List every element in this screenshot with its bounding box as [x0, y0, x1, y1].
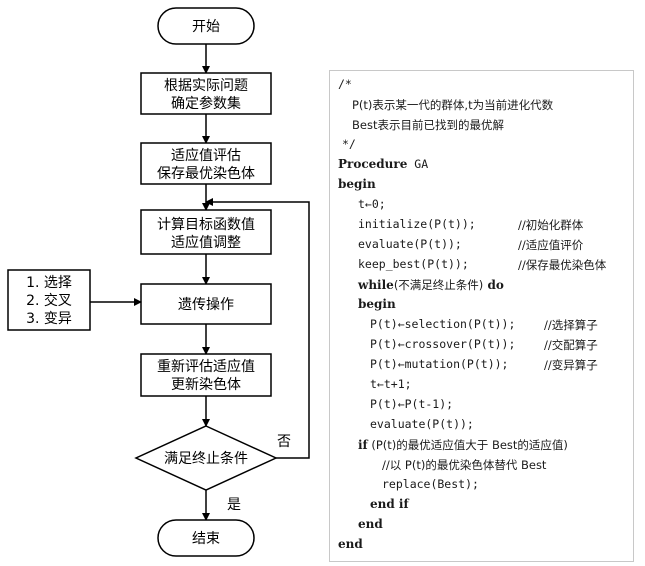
crossover-comment: //交配算子: [544, 338, 598, 352]
end-inner: end: [358, 517, 383, 531]
evaluate-fitness-line1: 适应值评估: [171, 147, 241, 164]
begin-outer: begin: [338, 177, 376, 191]
define-params-line2: 确定参数集: [171, 95, 241, 112]
selection-comment: //选择算子: [544, 318, 598, 332]
decision-label: 满足终止条件: [164, 450, 248, 467]
keep-best-line: keep_best(P(t));: [358, 257, 469, 271]
comment-open: /*: [338, 77, 352, 91]
operators-box: [7, 269, 91, 331]
procedure-header: Procedure GA: [338, 157, 429, 171]
compute-objective-line1: 计算目标函数值: [157, 217, 255, 233]
evaluate-fitness-box: [140, 142, 272, 185]
end-outer: end: [338, 537, 363, 551]
end-node: [157, 519, 255, 557]
compute-objective-line2: 适应值调整: [171, 234, 241, 251]
compute-objective-box: [140, 209, 272, 255]
evaluate-fitness-line2: 保存最优染色体: [157, 165, 255, 182]
reevaluate-box: [140, 353, 272, 397]
comment-line-best: Best表示目前已找到的最优解: [352, 118, 504, 132]
start-label: 开始: [192, 19, 220, 35]
while-line: while(不满足终止条件) do: [358, 278, 504, 292]
end-label: 结束: [192, 531, 220, 547]
end-if: end if: [370, 497, 409, 511]
mutation-comment: //变异算子: [544, 358, 598, 372]
init-t: t←0;: [358, 197, 386, 211]
evaluate-comment: //适应值评价: [518, 238, 584, 252]
selection-line: P(t)←selection(P(t));: [370, 317, 516, 331]
comment-line-population: P(t)表示某一代的群体,t为当前进化代数: [352, 98, 554, 112]
replace-line: replace(Best);: [382, 477, 479, 491]
operator-crossover: 2. 交叉: [26, 292, 72, 309]
yes-label: 是: [227, 497, 241, 513]
increment-t: t←t+1;: [370, 377, 412, 391]
crossover-line: P(t)←crossover(P(t));: [370, 337, 516, 351]
define-params-line1: 根据实际问题: [164, 78, 248, 94]
genetic-ops-label: 遗传操作: [178, 297, 234, 313]
evaluate-inner: evaluate(P(t));: [370, 417, 474, 431]
operator-mutation: 3. 变异: [26, 311, 72, 327]
if-line: if (P(t)的最优适应值大于 Best的适应值): [358, 438, 568, 452]
begin-inner: begin: [358, 297, 396, 311]
initialize-comment: //初始化群体: [518, 218, 584, 232]
initialize-line: initialize(P(t));: [358, 217, 476, 231]
reevaluate-line2: 更新染色体: [171, 376, 241, 393]
mutation-line: P(t)←mutation(P(t));: [370, 357, 509, 371]
operator-select: 1. 选择: [26, 275, 72, 291]
pseudocode-panel: /* P(t)表示某一代的群体,t为当前进化代数 Best表示目前已找到的最优解…: [329, 70, 634, 562]
reevaluate-line1: 重新评估适应值: [157, 358, 255, 375]
no-label: 否: [277, 434, 291, 450]
replace-comment: //以 P(t)的最优染色体替代 Best: [382, 458, 547, 472]
keep-best-comment: //保存最优染色体: [518, 258, 607, 272]
comment-close: */: [342, 137, 356, 151]
loop-back-line: [205, 198, 310, 459]
evaluate-line: evaluate(P(t));: [358, 237, 462, 251]
copy-population: P(t)←P(t-1);: [370, 397, 454, 411]
